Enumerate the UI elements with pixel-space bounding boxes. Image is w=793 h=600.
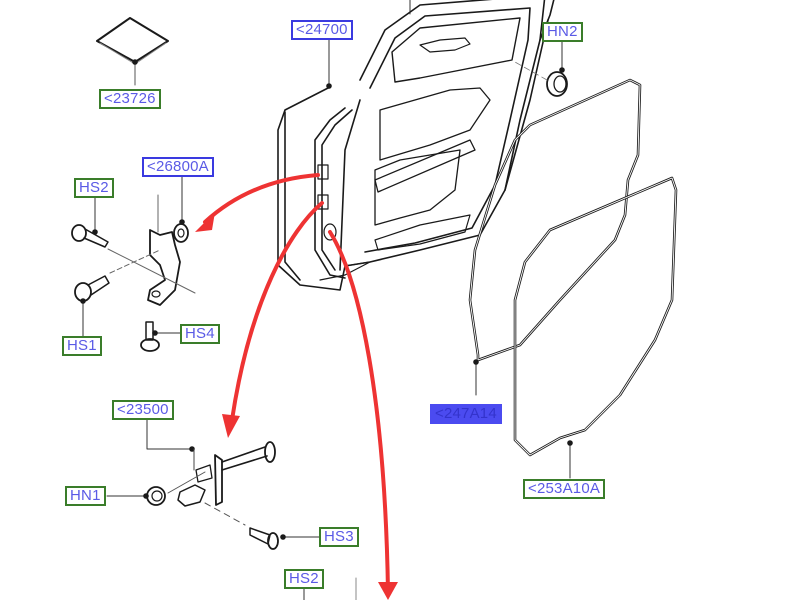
arrowhead-icon <box>195 212 215 232</box>
door-hinge[interactable] <box>107 176 196 306</box>
callout-hn1[interactable]: HN1 <box>65 486 106 506</box>
callout-hs4[interactable]: HS4 <box>180 324 220 344</box>
callout-24700[interactable]: <24700 <box>291 20 353 40</box>
door-weatherstrip-outer[interactable] <box>468 78 642 396</box>
arrowhead-icon <box>378 582 398 600</box>
arrowhead-icon <box>222 414 240 438</box>
rear-door-shell[interactable] <box>277 0 555 291</box>
callout-hs2-upper[interactable]: HS2 <box>74 178 114 198</box>
callout-247a14[interactable]: <247A14 <box>430 404 502 424</box>
callout-23500[interactable]: <23500 <box>112 400 174 420</box>
arrow-to-bottom <box>328 230 390 594</box>
door-check-strap[interactable] <box>146 419 276 507</box>
check-strap-screw[interactable] <box>204 502 322 550</box>
hinge-bolt-lower[interactable] <box>74 275 110 337</box>
callout-253a10a[interactable]: <253A10A <box>523 479 606 499</box>
hinge-stud[interactable] <box>140 321 183 352</box>
door-weatherstrip-inner[interactable] <box>513 176 678 479</box>
callout-26800a[interactable]: <26800A <box>142 157 214 177</box>
hinge-bolt-upper[interactable] <box>71 197 109 248</box>
location-arrows <box>203 173 390 594</box>
callout-hs3[interactable]: HS3 <box>319 527 359 547</box>
arrow-to-hinge <box>203 173 320 224</box>
check-strap-nut[interactable] <box>106 486 166 506</box>
nut-hn2[interactable] <box>514 39 568 97</box>
callout-hn2[interactable]: HN2 <box>542 22 583 42</box>
arrow-heads <box>195 212 398 600</box>
arrow-to-check-strap <box>230 201 324 422</box>
pad-part[interactable] <box>96 17 169 86</box>
callout-hs1[interactable]: HS1 <box>62 336 102 356</box>
callout-hs2-bottom[interactable]: HS2 <box>284 569 324 589</box>
callout-23726[interactable]: <23726 <box>99 89 161 109</box>
